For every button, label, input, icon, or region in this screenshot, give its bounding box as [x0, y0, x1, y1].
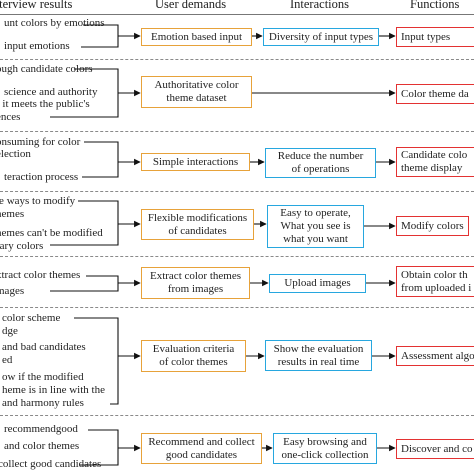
- demand-box-flexible-modifications: Flexible modifications of candidates: [141, 209, 254, 240]
- interview-note: nemes: [0, 208, 25, 220]
- demand-box-recommend-collect: Recommend and collect good candidates: [141, 433, 262, 464]
- header-functions: Functions: [410, 0, 460, 11]
- interaction-box-input-diversity: Diversity of input types: [263, 28, 379, 46]
- interview-note: ough candidate colors: [0, 63, 93, 75]
- interview-note: le ways to modify: [0, 195, 76, 207]
- interview-note: rary colors: [0, 240, 44, 252]
- row-separator: [0, 131, 474, 132]
- interview-note: r it meets the public's: [0, 98, 90, 110]
- interaction-box-show-evaluation: Show the evaluation results in real time: [265, 340, 372, 371]
- row-separator: [0, 191, 474, 192]
- row-separator: [0, 59, 474, 60]
- interview-note: collect good candidates: [0, 458, 102, 470]
- function-box-color-theme-dataset: Color theme da: [396, 84, 474, 104]
- interview-note: teraction process: [4, 171, 79, 183]
- interview-note: mages: [0, 285, 25, 297]
- interaction-box-reduce-operations: Reduce the number of operations: [265, 148, 376, 178]
- interview-note: election: [0, 148, 31, 160]
- interview-note: ences: [0, 111, 21, 123]
- interview-note: xtract color themes: [0, 269, 81, 281]
- bracket-row3: [82, 141, 119, 178]
- function-box-input-types: Input types: [396, 27, 474, 47]
- function-box-assessment-algorithm: Assessment algo: [396, 346, 474, 366]
- interview-note: and harmony rules: [2, 397, 84, 409]
- header-interactions: Interactions: [290, 0, 350, 11]
- bracket-row4: [50, 200, 119, 246]
- header-interview-results: h interview results: [0, 0, 73, 11]
- demand-box-simple-interactions: Simple interactions: [141, 153, 250, 171]
- function-box-discover-collect: Discover and co: [396, 439, 474, 459]
- demand-box-authoritative-dataset: Authoritative color theme dataset: [141, 76, 252, 108]
- interview-note: hemes can't be modified: [0, 227, 103, 239]
- interaction-box-upload-images: Upload images: [269, 274, 366, 293]
- interview-note: heme is in line with the: [2, 384, 105, 396]
- demand-box-extract-themes: Extract color themes from images: [141, 267, 250, 299]
- row-separator: [0, 307, 474, 308]
- interview-note: input emotions: [4, 40, 70, 52]
- row-separator: [0, 256, 474, 257]
- interaction-box-easy-operate: Easy to operate, What you see is what yo…: [267, 205, 364, 248]
- interview-note: science and authority: [4, 86, 98, 98]
- interview-note: ed: [2, 354, 13, 366]
- interview-note: ow if the modified: [2, 371, 84, 383]
- header-user-demands: User demands: [155, 0, 227, 11]
- demand-box-evaluation-criteria: Evaluation criteria of color themes: [141, 340, 246, 372]
- interview-note: dge: [2, 325, 18, 337]
- interview-note: color scheme: [2, 312, 61, 324]
- interaction-box-easy-browsing: Easy browsing and one-click collection: [273, 433, 377, 464]
- function-box-candidate-display: Candidate colo theme display: [396, 147, 474, 177]
- function-box-modify-colors: Modify colors: [396, 216, 469, 236]
- interview-note: onsuming for color: [0, 136, 81, 148]
- interview-note: recommendgood: [4, 423, 78, 435]
- interview-note: and bad candidates: [2, 341, 86, 353]
- header-rule: [0, 14, 474, 15]
- bracket-row6: [74, 317, 119, 405]
- row-separator: [0, 415, 474, 416]
- function-box-obtain-themes: Obtain color th from uploaded i: [396, 266, 474, 297]
- demand-box-emotion-input: Emotion based input: [141, 28, 252, 46]
- interview-note: and color themes: [4, 440, 80, 452]
- interview-note: unt colors by emotions: [4, 17, 105, 29]
